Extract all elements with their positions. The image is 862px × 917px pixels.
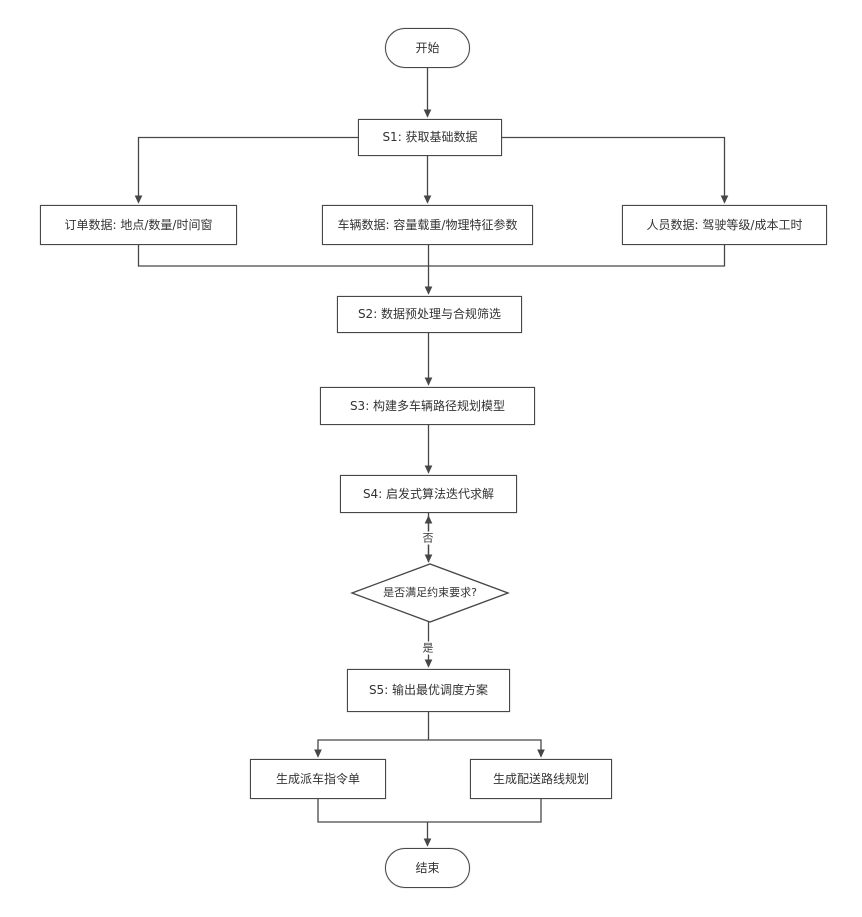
edge-dispatch-merge: [317, 799, 428, 823]
node-s3: S3: 构建多车辆路径规划模型: [320, 387, 535, 425]
node-s3-label: S3: 构建多车辆路径规划模型: [349, 398, 506, 413]
edge-staff-merge: [428, 245, 726, 267]
decision-diamond-shape: [350, 563, 510, 623]
node-decision: 是否满足约束要求?: [360, 582, 500, 604]
node-gen-dispatch-label: 生成派车指令单: [275, 771, 360, 786]
node-s5-label: S5: 输出最优调度方案: [368, 683, 489, 698]
edge-s1-order: [134, 136, 358, 204]
node-s1-label: S1: 获取基础数据: [382, 130, 478, 145]
node-staff-data: 人员数据: 驾驶等级/成本工时: [622, 205, 827, 245]
node-end: 结束: [385, 848, 470, 888]
node-s4-label: S4: 启发式算法迭代求解: [362, 486, 495, 501]
edge-label-no: 否: [420, 531, 436, 545]
node-order-data: 订单数据: 地点/数量/时间窗: [40, 205, 237, 245]
edge-order-merge: [137, 245, 429, 267]
edge-s5-route: [428, 739, 545, 758]
node-vehicle-data-label: 车辆数据: 容量载重/物理特征参数: [337, 217, 518, 232]
node-s1: S1: 获取基础数据: [358, 119, 502, 156]
edge-s1-staff: [502, 136, 729, 204]
node-gen-route: 生成配送路线规划: [470, 759, 612, 799]
node-s2-label: S2: 数据预处理与合规筛选: [357, 307, 502, 322]
node-start: 开始: [385, 28, 470, 68]
node-vehicle-data: 车辆数据: 容量载重/物理特征参数: [322, 205, 533, 245]
node-start-label: 开始: [415, 40, 440, 55]
edge-s5-dispatch: [314, 739, 429, 758]
edge-label-yes: 是: [420, 641, 436, 655]
node-gen-route-label: 生成配送路线规划: [492, 771, 589, 786]
node-gen-dispatch: 生成派车指令单: [250, 759, 386, 799]
node-decision-label: 是否满足约束要求?: [383, 586, 477, 600]
node-end-label: 结束: [415, 860, 440, 875]
node-staff-data-label: 人员数据: 驾驶等级/成本工时: [646, 217, 803, 232]
node-s4: S4: 启发式算法迭代求解: [340, 475, 517, 513]
edge-route-merge: [427, 799, 542, 823]
node-order-data-label: 订单数据: 地点/数量/时间窗: [64, 217, 213, 232]
node-s2: S2: 数据预处理与合规筛选: [337, 296, 522, 333]
node-s5: S5: 输出最优调度方案: [347, 669, 510, 712]
